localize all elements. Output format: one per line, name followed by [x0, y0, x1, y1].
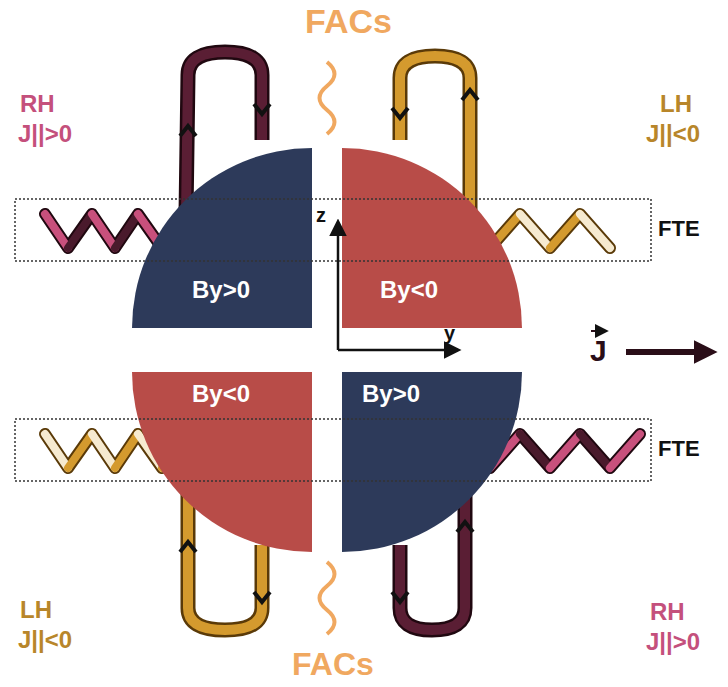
field-quadrant: By<0	[132, 372, 312, 552]
band-outline	[14, 418, 720, 482]
current-sign-label: J||>0	[646, 628, 700, 656]
fte-label: FTE	[658, 216, 700, 241]
field-quadrant: By>0	[132, 148, 312, 328]
quadrant-fill	[132, 372, 312, 552]
handedness-label: LH	[660, 90, 692, 118]
z-axis	[337, 222, 340, 350]
field-sign-label: By>0	[362, 380, 420, 408]
fac-label: FACs	[305, 2, 392, 41]
current-sign-label: J||<0	[646, 120, 700, 148]
fte-band: FTE	[14, 198, 720, 262]
current-sign-label: J||<0	[18, 626, 72, 654]
y-axis	[338, 349, 458, 352]
field-quadrant: By<0	[342, 148, 522, 328]
band-dashed-border	[15, 199, 651, 261]
band-dashed-border	[15, 419, 651, 481]
current-label: J	[590, 334, 607, 369]
quadrant-fill	[342, 372, 522, 552]
fte-band: FTE	[14, 418, 720, 482]
current-arrow	[626, 349, 708, 355]
band-outline	[14, 198, 720, 262]
quadrant-fill	[132, 148, 312, 328]
fac-squiggle	[320, 62, 335, 134]
field-sign-label: By<0	[192, 380, 250, 408]
field-sign-label: By<0	[380, 276, 438, 304]
axis-label: y	[444, 322, 455, 345]
fac-label: FACs	[292, 646, 374, 683]
fte-label: FTE	[658, 436, 700, 461]
handedness-label: RH	[650, 598, 685, 626]
axis-label: z	[316, 204, 326, 227]
field-quadrant: By>0	[342, 372, 522, 552]
handedness-label: LH	[20, 596, 52, 624]
vector-accent	[591, 330, 606, 332]
handedness-label: RH	[20, 90, 55, 118]
quadrant-fill	[342, 148, 522, 328]
field-sign-label: By>0	[192, 276, 250, 304]
fac-squiggle	[320, 562, 335, 634]
current-sign-label: J||>0	[18, 120, 72, 148]
